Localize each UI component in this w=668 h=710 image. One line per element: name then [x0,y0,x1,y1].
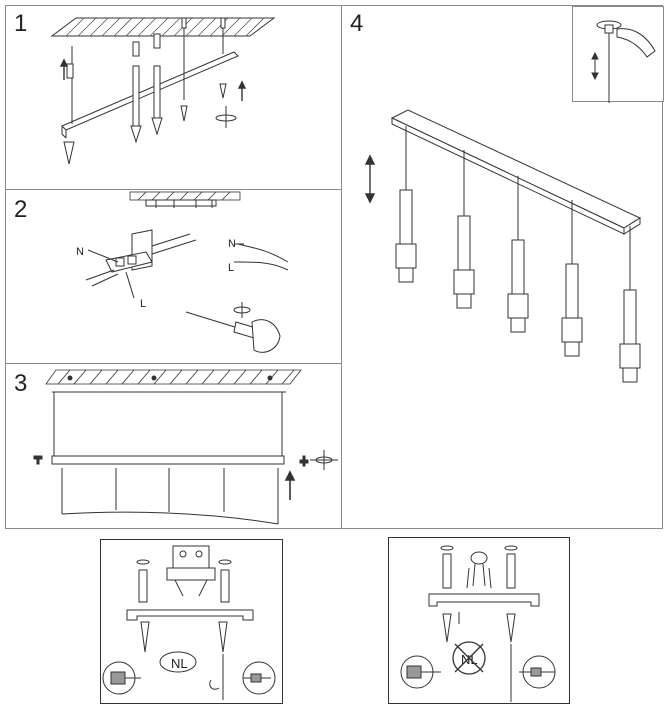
bracket-detail-right: NL [388,537,570,704]
bracket-detail-left-illustration [102,545,276,700]
neutral-wire-label-small: N [228,238,236,250]
screwdriver-icon [215,106,237,128]
live-wire-label: L [140,298,147,310]
nl-badge-left: NL [171,656,188,671]
step-3-panel: 3 [5,363,342,529]
step-4-number: 4 [350,10,364,37]
neutral-wire-label: N [76,246,84,258]
bracket-detail-left: NL [100,539,283,704]
bracket-detail-right-illustration [400,545,556,702]
step-2-number: 2 [14,196,28,223]
step-4-illustration [364,109,642,383]
step-2-illustration [85,191,289,353]
screw-icon [63,17,227,165]
canopy-inset [572,6,664,103]
arrow-icon [284,470,296,500]
ceiling-canopy [390,109,642,235]
hatched-ceiling-icon [45,369,302,385]
step-1-panel: 1 [5,5,342,190]
terminal-block [85,229,197,299]
pendant-lights [395,126,641,383]
screwdriver-icon [185,302,281,353]
step-4-panel: 4 [341,5,664,529]
screw-icon [33,375,309,467]
screwdriver-icon [310,450,338,470]
hatched-ceiling-icon [129,191,241,201]
step-1-illustration [50,17,276,165]
arrow-icon [364,154,376,204]
step-3-illustration [33,369,338,525]
hatched-ceiling-icon [50,17,276,37]
canopy-inset-illustration [591,20,656,103]
prohibited-icon [452,641,486,675]
step-2-panel: 2 N L N L [5,189,342,364]
mounting-bar [61,51,239,139]
arrow-icon [59,58,247,101]
live-wire-label-small: L [228,262,235,274]
step-1-number: 1 [14,10,28,37]
step-3-number: 3 [14,370,28,397]
